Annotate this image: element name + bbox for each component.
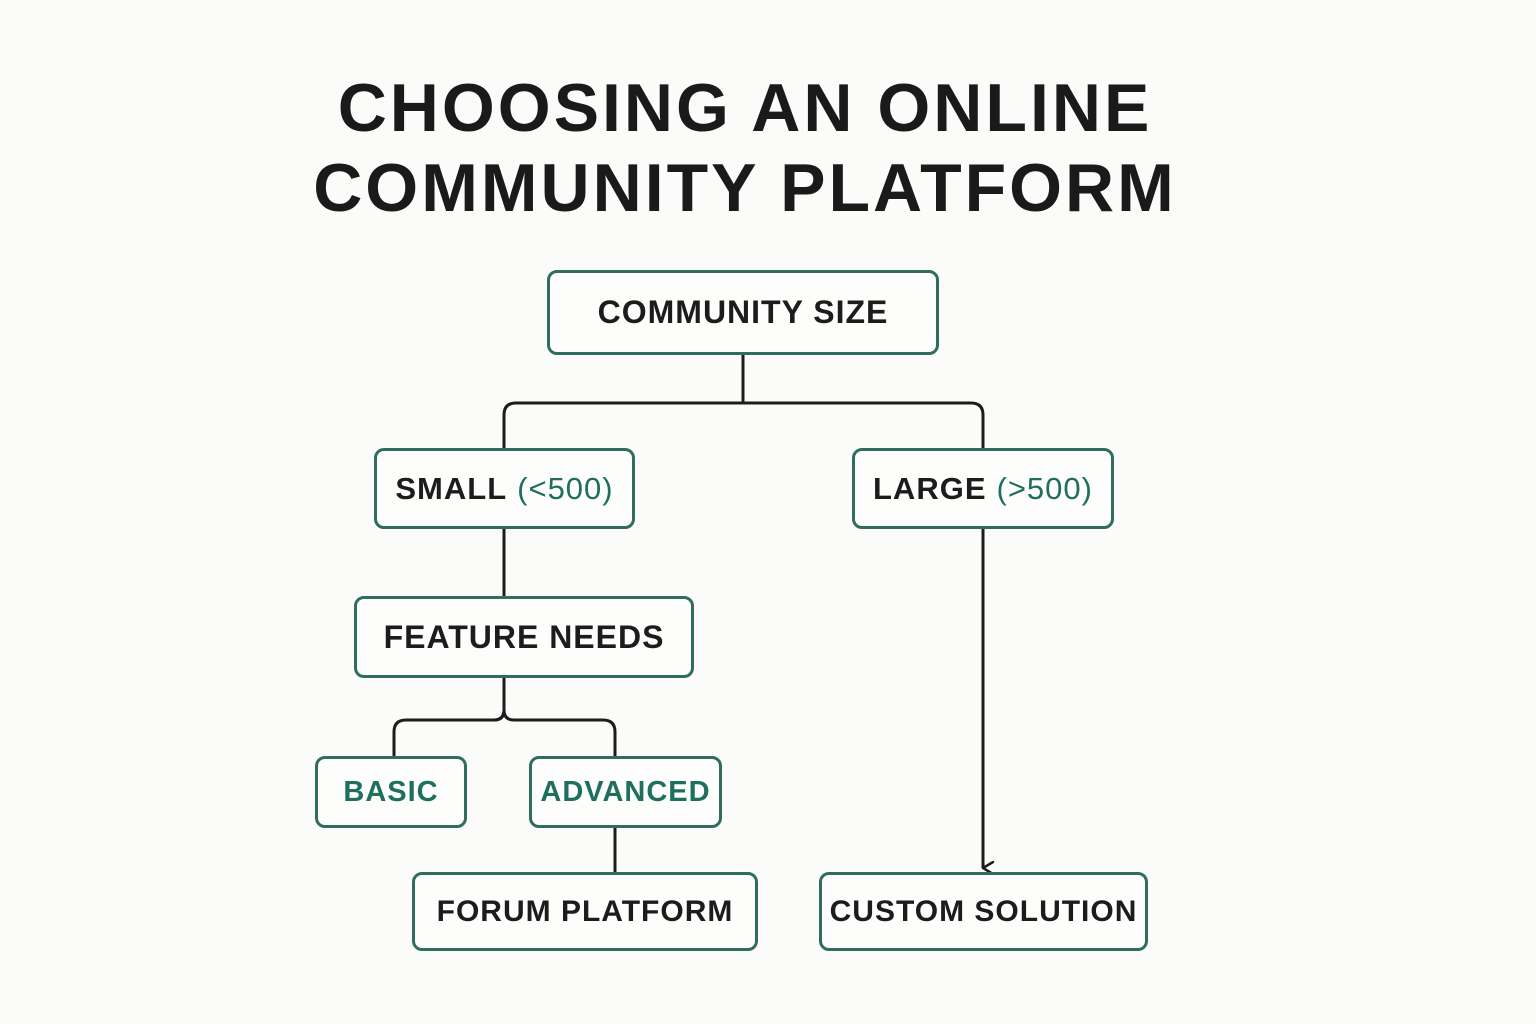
- title-line-2: COMMUNITY PLATFORM: [313, 150, 1177, 226]
- node-custom-solution-label: CUSTOM SOLUTION: [829, 894, 1138, 928]
- node-feature-needs: FEATURE NEEDS: [354, 596, 694, 678]
- node-large: LARGE (>500): [852, 448, 1114, 529]
- node-advanced: ADVANCED: [529, 756, 722, 828]
- node-forum-platform: FORUM PLATFORM: [412, 872, 758, 951]
- node-advanced-label: ADVANCED: [540, 775, 711, 808]
- node-community-size: COMMUNITY SIZE: [547, 270, 939, 355]
- node-small-qualifier: (<500): [517, 470, 614, 506]
- title-line-1: CHOOSING AN ONLINE: [337, 70, 1153, 146]
- node-forum-platform-label: FORUM PLATFORM: [436, 894, 734, 928]
- node-feature-needs-label: FEATURE NEEDS: [383, 618, 665, 655]
- node-large-qualifier: (>500): [996, 470, 1093, 506]
- edge-feature-to-advanced: [502, 709, 617, 756]
- node-basic-label: BASIC: [343, 775, 439, 808]
- diagram-title: CHOOSING AN ONLINE COMMUNITY PLATFORM: [0, 68, 1490, 228]
- edge-feature-to-basic: [392, 709, 506, 756]
- node-custom-solution: CUSTOM SOLUTION: [819, 872, 1148, 951]
- node-basic: BASIC: [315, 756, 467, 828]
- node-small: SMALL (<500): [374, 448, 635, 529]
- edge-root-to-small: [502, 401, 743, 448]
- node-small-label: SMALL: [395, 470, 508, 506]
- node-large-label: LARGE: [873, 470, 987, 506]
- node-community-size-label: COMMUNITY SIZE: [597, 294, 889, 330]
- edge-root-to-large: [743, 401, 985, 448]
